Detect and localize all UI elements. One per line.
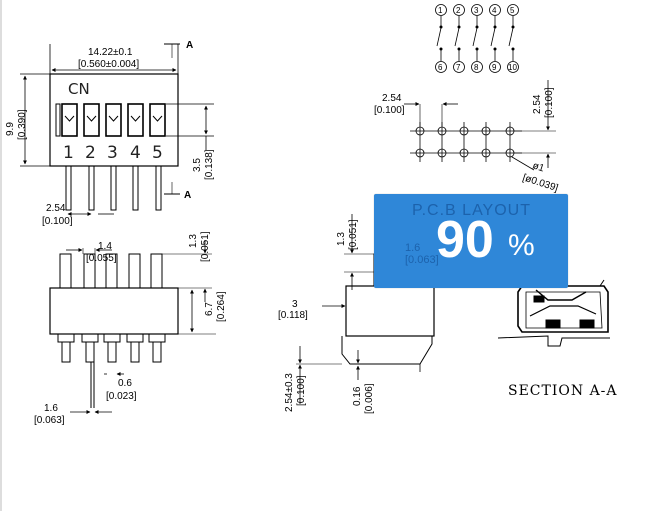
pcb-pitch-y-in: [0.100] xyxy=(544,87,555,118)
section-hidden-mm: 1.6 xyxy=(405,242,421,254)
pin-offset-in: [0.063] xyxy=(34,415,65,426)
pcb-pitch-x-mm: 2.54 xyxy=(382,93,402,104)
side-view: 1.4 [0.055] 1.3 [0.051] 6.7 [0.264] 0.6 … xyxy=(34,231,227,426)
section-view: 1.3 [0.051] 3 [0.118] 2.54±0.3 [0.100] 0… xyxy=(278,214,618,414)
schematic-pin-10: 10 xyxy=(508,63,517,72)
width-mm-label: 14.22±0.1 xyxy=(88,47,133,58)
pcb-pitch-y-mm: 2.54 xyxy=(532,94,543,114)
section-detail xyxy=(497,279,610,347)
pin-width-mm: 0.6 xyxy=(118,378,132,389)
schematic-pin-7: 7 xyxy=(456,63,461,72)
section-mark-bottom: A xyxy=(184,190,191,201)
switch-schematic: 1 2 3 4 5 6 7 8 9 10 xyxy=(435,4,519,73)
switch-1 xyxy=(61,103,78,137)
pitch-in-label: [0.100] xyxy=(42,216,73,227)
pcb-hole-mm: ø1 xyxy=(531,160,546,174)
switch-number-4: 4 xyxy=(130,143,141,163)
badge-percent-unit: % xyxy=(508,229,535,262)
section-hidden-in: [0.063] xyxy=(405,254,439,266)
switch-5 xyxy=(149,103,166,137)
pin-width-in: [0.023] xyxy=(106,391,137,402)
switch-number-3: 3 xyxy=(107,143,118,163)
body-height-mm: 6.7 xyxy=(204,302,215,316)
switch-number-5: 5 xyxy=(152,143,163,163)
actuator-height-mm: 1.3 xyxy=(188,234,199,248)
pcb-hole-in: [ø0.039] xyxy=(521,172,560,194)
switch-number-2: 2 xyxy=(85,143,96,163)
schematic-pin-4: 4 xyxy=(492,6,497,15)
actuator-height-in: [0.051] xyxy=(200,231,211,262)
switch-number-1: 1 xyxy=(63,143,74,163)
width-in-label: [0.560±0.004] xyxy=(78,59,139,70)
top-view-pins xyxy=(65,165,162,211)
row-mm-label: 3.5 xyxy=(192,158,203,172)
schematic-pin-6: 6 xyxy=(438,63,443,72)
body-height-in: [0.264] xyxy=(216,291,227,322)
schematic-pin-1: 1 xyxy=(438,6,443,15)
section-body-mm: 3 xyxy=(292,299,298,310)
section-mark-top: A xyxy=(186,40,193,51)
badge-hidden-dimension: 1.6 [0.063] xyxy=(405,242,439,266)
progress-badge: P.C.B LAYOUT 1.6 [0.063] 90 % xyxy=(374,194,568,288)
section-lead-t-in: [0.006] xyxy=(364,383,375,414)
section-body xyxy=(345,285,435,337)
schematic-pin-9: 9 xyxy=(492,63,497,72)
switch-2 xyxy=(83,103,100,137)
section-body-in: [0.118] xyxy=(278,310,308,321)
schematic-pin-3: 3 xyxy=(474,6,479,15)
section-title: SECTION A-A xyxy=(508,383,618,399)
pcb-layout: 2.54 [0.100] 2.54 [0.100] ø1 [ø0.039] xyxy=(374,80,560,194)
row-in-label: [0.138] xyxy=(204,149,215,180)
section-act-h-in: [0.051] xyxy=(348,219,359,250)
side-view-body xyxy=(49,287,179,335)
badge-percent-value: 90 xyxy=(436,211,494,269)
pcb-layout-title: P.C.B LAYOUT xyxy=(412,202,531,219)
cn-label: CN xyxy=(68,80,90,98)
actuator-width-mm: 1.4 xyxy=(98,241,112,252)
schematic-pin-8: 8 xyxy=(474,63,479,72)
pcb-pitch-x-in: [0.100] xyxy=(374,105,405,116)
actuator-width-in: [0.055] xyxy=(86,253,117,264)
top-view: 14.22±0.1 [0.560±0.004] A A CN 1 2 3 4 5 xyxy=(5,40,215,227)
schematic-pin-5: 5 xyxy=(510,6,515,15)
schematic-pin-2: 2 xyxy=(456,6,461,15)
pin-offset-mm: 1.6 xyxy=(44,403,58,414)
top-switches xyxy=(55,103,166,137)
section-act-h-mm: 1.3 xyxy=(336,232,347,246)
height-in-label: [0.390] xyxy=(17,109,28,140)
switch-4 xyxy=(127,103,144,137)
section-lead-t-mm: 0.16 xyxy=(352,386,363,406)
section-lead-mm: 2.54±0.3 xyxy=(284,373,295,412)
section-lead-in: [0.100] xyxy=(296,375,307,406)
height-mm-label: 9.9 xyxy=(5,122,16,136)
switch-3 xyxy=(105,103,122,137)
pitch-mm-label: 2.54 xyxy=(46,203,66,214)
